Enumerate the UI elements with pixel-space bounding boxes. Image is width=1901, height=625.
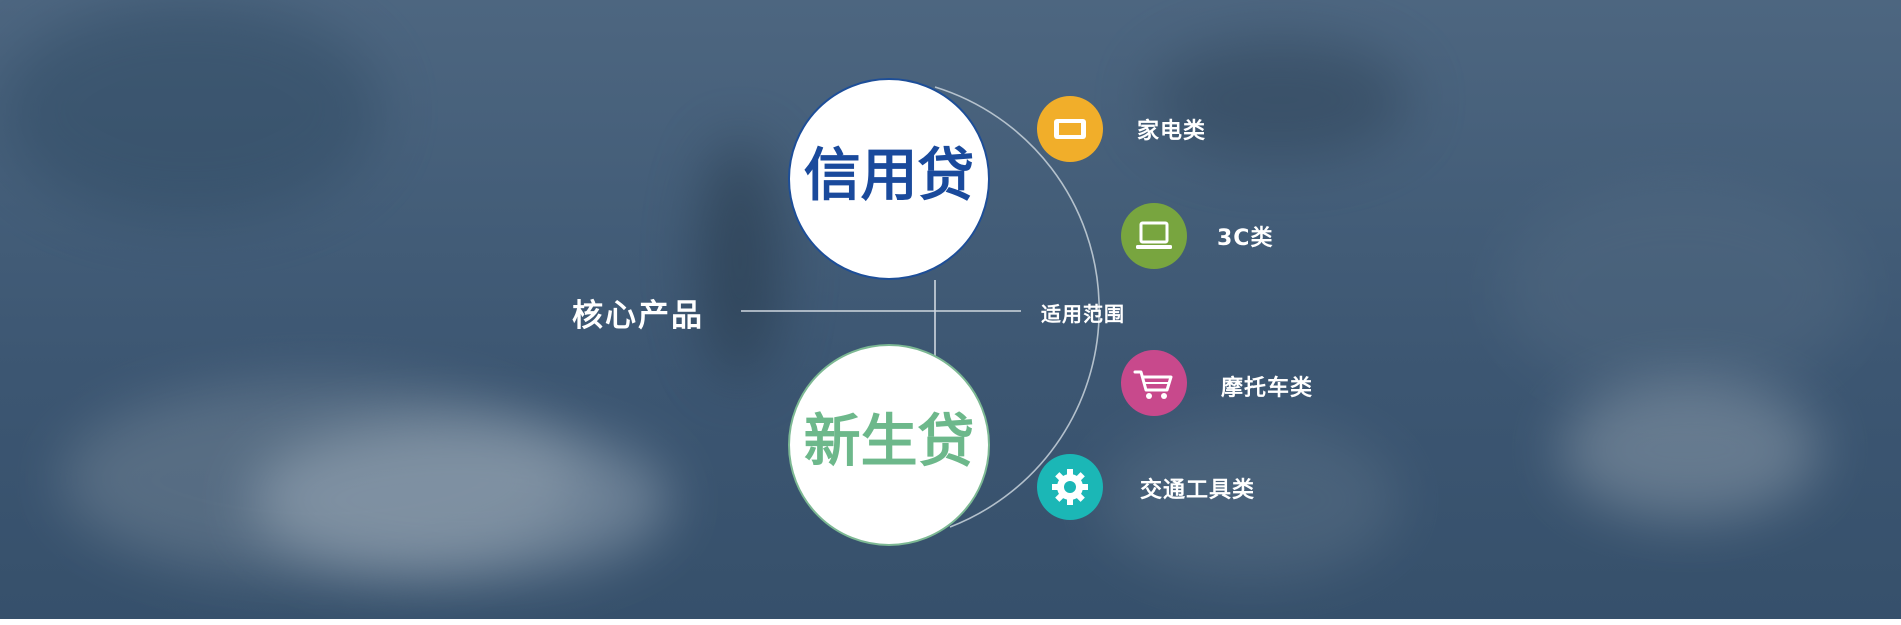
product-circle-xinyongdai[interactable]: 信用贷	[788, 78, 990, 280]
svg-text:新生贷: 新生贷	[804, 409, 975, 475]
category-label-vehicles: 交通工具类	[1140, 478, 1256, 503]
category-label-motorcycles: 摩托车类	[1221, 376, 1314, 401]
gear-icon	[1037, 454, 1103, 520]
xinyongdai-logo: 信用贷	[804, 143, 975, 209]
category-label-3c: 3C类	[1217, 226, 1274, 251]
shopping-cart-icon	[1121, 350, 1187, 416]
svg-text:信用贷: 信用贷	[804, 143, 975, 209]
xinshengdai-logo: 新生贷	[804, 409, 975, 475]
category-label-appliances: 家电类	[1137, 119, 1207, 144]
scope-heading: 适用范围	[1041, 302, 1125, 326]
product-circle-xinshengdai[interactable]: 新生贷	[788, 344, 990, 546]
tv-icon	[1037, 96, 1103, 162]
bottom-white-strip	[0, 619, 1901, 625]
core-products-heading: 核心产品	[572, 298, 704, 334]
laptop-icon	[1121, 203, 1187, 269]
